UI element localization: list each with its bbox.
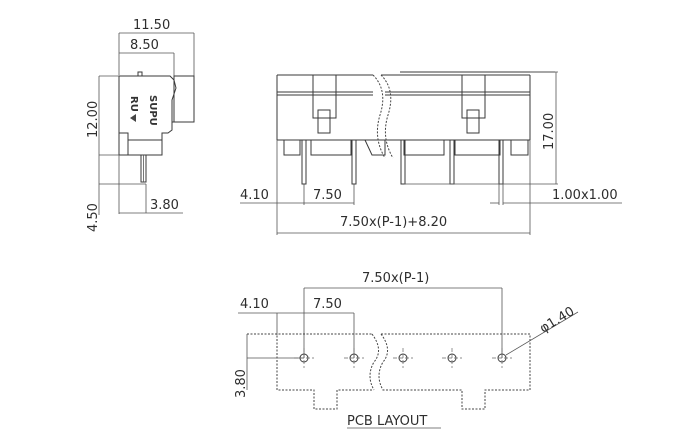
front-view: 17.00 1.00x1.00 4.10 7.50 7.50x(P-1)+8.2… bbox=[240, 71, 622, 235]
pcb-footprint-outline bbox=[247, 333, 531, 410]
pcb-holes bbox=[294, 348, 512, 368]
pcb-hole bbox=[294, 348, 314, 368]
dim-side-pin-offset: 3.80 bbox=[150, 198, 179, 213]
dim-front-height: 17.00 bbox=[542, 113, 557, 150]
dim-pcb-hole-diameter: φ1.40 bbox=[537, 304, 577, 336]
latch-right bbox=[461, 74, 486, 134]
side-view: 11.50 8.50 SUPU RU 12.00 4.50 bbox=[86, 18, 195, 232]
pcb-hole bbox=[393, 348, 413, 368]
dim-front-total-length: 7.50x(P-1)+8.20 bbox=[340, 215, 447, 230]
latch-left bbox=[312, 74, 337, 134]
brand-logo: SUPU bbox=[147, 95, 158, 126]
dim-side-overall-depth: 11.50 bbox=[133, 18, 170, 33]
pcb-hole bbox=[492, 348, 512, 368]
dim-pcb-span: 7.50x(P-1) bbox=[362, 271, 429, 286]
pcb-layout: 7.50x(P-1) 4.10 7.50 3.80 bbox=[234, 271, 579, 429]
triangle-logo-icon bbox=[130, 114, 136, 122]
ul-logo-icon: RU bbox=[128, 96, 139, 112]
break-line bbox=[372, 74, 386, 159]
pcb-hole bbox=[344, 348, 364, 368]
svg-text:SUPU: SUPU bbox=[147, 95, 158, 126]
dim-front-pitch: 7.50 bbox=[313, 188, 342, 203]
pcb-hole bbox=[442, 348, 462, 368]
dim-pcb-pitch: 7.50 bbox=[313, 297, 342, 312]
dim-side-body-depth: 8.50 bbox=[130, 38, 159, 53]
front-pins bbox=[301, 139, 504, 185]
dim-front-edge-to-pin: 4.10 bbox=[240, 188, 269, 203]
dim-pcb-edge-to-pin: 4.10 bbox=[240, 297, 269, 312]
dim-side-height: 12.00 bbox=[86, 101, 101, 138]
pcb-layout-title: PCB LAYOUT bbox=[347, 414, 427, 429]
dim-front-pin-section: 1.00x1.00 bbox=[552, 188, 618, 203]
dim-pcb-row-offset: 3.80 bbox=[234, 369, 249, 398]
dim-side-pin-length: 4.50 bbox=[86, 203, 101, 232]
